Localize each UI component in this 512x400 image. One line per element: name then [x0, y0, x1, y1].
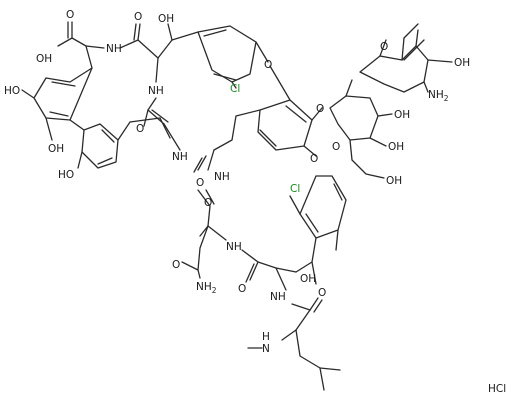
label-phenol-oh-3: HO: [58, 169, 74, 181]
label-carboxamide-nh2-subscript: 2: [212, 286, 217, 295]
label-methylamino-n: N: [262, 343, 270, 355]
label-ether-o-mid: O: [316, 103, 324, 115]
label-hydroxy-top: OH: [158, 13, 174, 25]
label-amide-nh-top: NH: [106, 43, 122, 55]
label-sugar1-ring-o: O: [332, 141, 340, 153]
label-ether-o-right: O: [310, 153, 318, 165]
label-amide-nh-mid3: NH: [214, 171, 230, 183]
label-amide-o-side: O: [318, 287, 326, 299]
label-amide-o-mid1: O: [136, 123, 144, 135]
label-cl-top: Cl: [230, 83, 240, 95]
label-sugar1-oh-2: OH: [388, 141, 404, 153]
label-sugar2-nh: NH: [428, 89, 444, 101]
label-sugar2-nh2-subscript: 2: [444, 94, 449, 103]
label-amide-nh-mid2: NH: [172, 151, 188, 163]
label-carboxyl-oh: OH: [36, 53, 52, 65]
label-amide-o-bottom: O: [238, 283, 246, 295]
atom-labels: OH O NH OH O Cl O O O OH NH2 HO OH HO NH…: [4, 9, 470, 355]
label-carboxamide-nh: NH: [196, 281, 212, 293]
label-ether-o-top: O: [264, 59, 272, 71]
label-amide-nh-mid1: NH: [148, 85, 164, 97]
label-sugar1-ch2oh: OH: [386, 175, 402, 187]
salt-label: HCl: [488, 383, 506, 395]
bond-skeleton: [21, 21, 453, 391]
label-sugar2-ring-o: O: [380, 41, 388, 53]
label-sugar2-nh2: NH2: [428, 89, 449, 103]
label-cl-bottom: Cl: [290, 183, 300, 195]
label-amide-nh-low: NH: [226, 241, 242, 253]
label-amide-o-low: O: [204, 197, 212, 209]
label-carboxamide-o: O: [172, 259, 180, 271]
label-methylamino-h: H: [262, 331, 270, 343]
label-amide-o-top: O: [134, 11, 142, 23]
label-sugar1-oh-1: OH: [394, 109, 410, 121]
label-sugar2-oh: OH: [454, 57, 470, 69]
label-phenol-oh-1: HO: [4, 85, 20, 97]
label-carboxyl-o: O: [66, 9, 74, 21]
label-carboxamide-nh2: NH2: [196, 281, 217, 295]
label-hydroxy-bottom: OH: [300, 273, 316, 285]
label-phenol-oh-2: OH: [48, 143, 64, 155]
label-amide-nh-bottom: NH: [270, 291, 286, 303]
label-amide-o-mid2: O: [196, 177, 204, 189]
